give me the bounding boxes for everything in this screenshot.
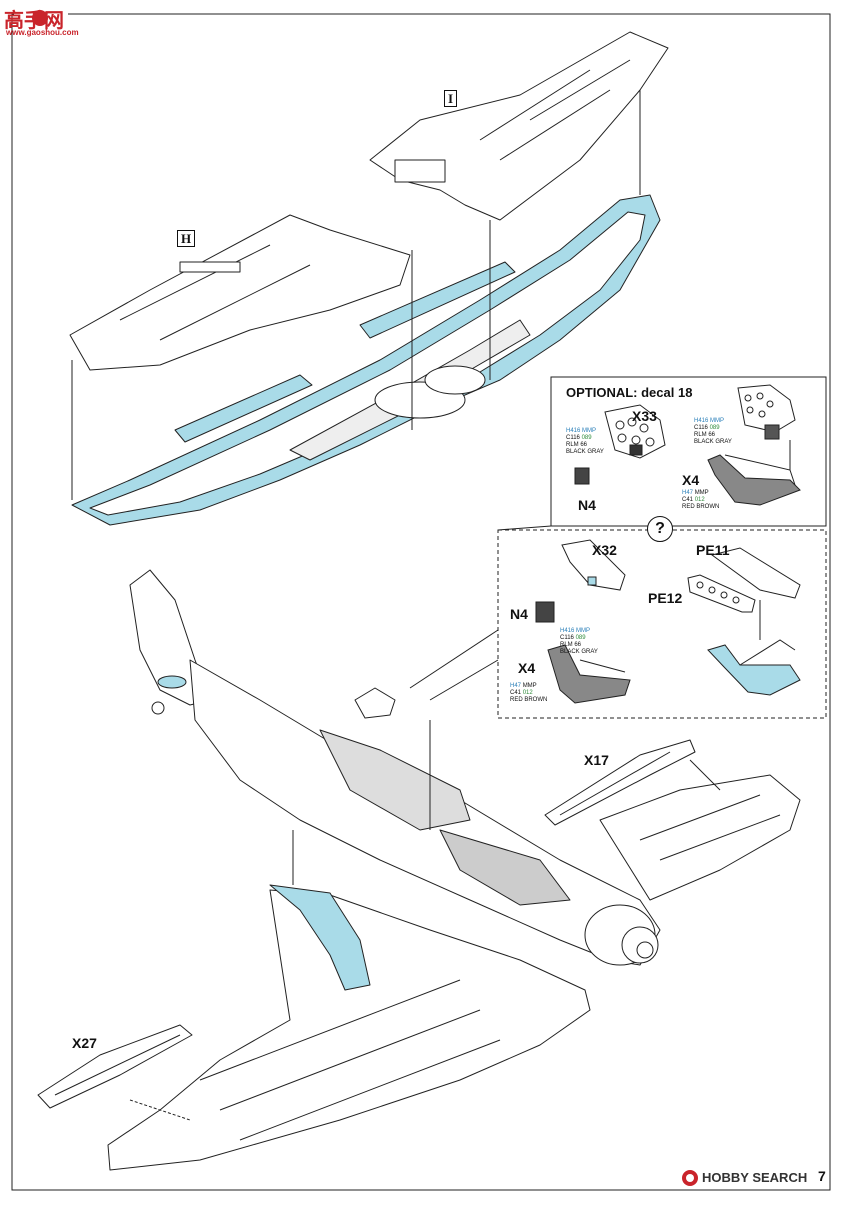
watermark-site: www.gaoshou.com bbox=[6, 28, 79, 37]
hobby-search-logo bbox=[682, 1170, 698, 1186]
part-label-i: I bbox=[444, 90, 458, 107]
optional-panel-frame bbox=[550, 376, 827, 527]
optional-part-n4: N4 bbox=[578, 497, 596, 513]
optional-callout-3: H47 MMP C41 012 RED BROWN bbox=[682, 490, 720, 510]
alt-part-pe11: PE11 bbox=[696, 542, 730, 558]
optional-part-x33: X33 bbox=[632, 408, 657, 424]
alt-part-x4: X4 bbox=[518, 660, 536, 676]
alt-part-n4: N4 bbox=[510, 606, 528, 622]
optional-callout-2: H416 MMP C116 089 RLM 66 BLACK GRAY bbox=[694, 418, 732, 445]
page-number: 7 bbox=[818, 1168, 826, 1184]
watermark-logo bbox=[14, 10, 68, 32]
question-mark-icon: ? bbox=[647, 516, 673, 542]
fuselage-assembly bbox=[37, 569, 801, 1171]
optional-part-x4: X4 bbox=[682, 472, 700, 488]
upper-wing-assembly bbox=[69, 31, 669, 526]
alt-panel-frame bbox=[409, 525, 827, 719]
part-label-x27: X27 bbox=[72, 1035, 97, 1051]
part-label-h: H bbox=[177, 230, 196, 247]
hobby-search-text: HOBBY SEARCH bbox=[702, 1170, 808, 1185]
alt-callout-2: H47 MMP C41 012 RED BROWN bbox=[510, 683, 548, 703]
optional-panel-title: OPTIONAL: decal 18 bbox=[566, 385, 693, 400]
optional-callout-1: H416 MMP C116 089 RLM 66 BLACK GRAY bbox=[566, 428, 604, 455]
alt-part-pe12: PE12 bbox=[648, 590, 683, 606]
alt-callout-1: H416 MMP C116 089 RLM 66 BLACK GRAY bbox=[560, 628, 598, 655]
alt-part-x32: X32 bbox=[592, 542, 617, 558]
watermark-chars: 高手网 bbox=[4, 10, 64, 32]
part-label-x17: X17 bbox=[584, 752, 609, 768]
